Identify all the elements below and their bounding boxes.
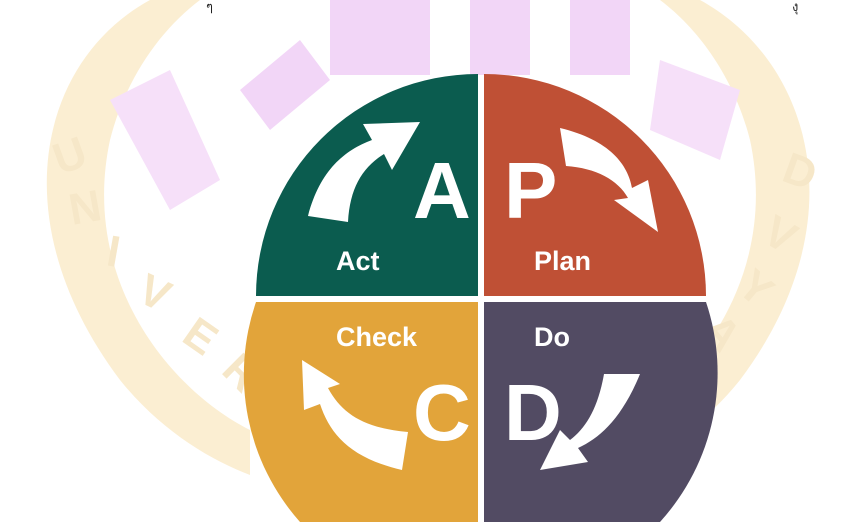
quadrant-plan [484,74,706,296]
corner-text-left: ๆ [206,0,213,15]
quadrant-label-do: Do [534,322,570,352]
quadrant-check [243,302,478,522]
quadrant-label-act: Act [336,246,380,276]
watermark-purple-block-left [330,0,430,75]
quadrant-letter-plan: P [504,146,557,235]
corner-text-right: งุ [792,0,799,15]
quadrant-letter-do: D [504,368,562,457]
quadrant-letter-act: A [413,146,471,235]
watermark-purple-stroke-left2 [110,70,220,210]
watermark-purple-stroke-left [240,40,330,130]
curved-arrow-up-left-icon [302,360,408,470]
quadrant-label-plan: Plan [534,246,591,276]
watermark-gold-ring-right [610,0,810,475]
watermark-purple-block-far [570,0,630,75]
watermark-gold-ring-left [46,0,250,475]
quadrant-act [256,74,478,296]
curved-arrow-down-left-icon [540,374,640,470]
watermark-purple-block-right [470,0,530,75]
quadrant-letter-check: C [413,368,471,457]
curved-arrow-down-right-icon [560,128,658,232]
curved-arrow-up-right-icon [308,122,420,222]
quadrant-label-check: Check [336,322,418,352]
watermark-purple-stroke-right [650,60,740,160]
